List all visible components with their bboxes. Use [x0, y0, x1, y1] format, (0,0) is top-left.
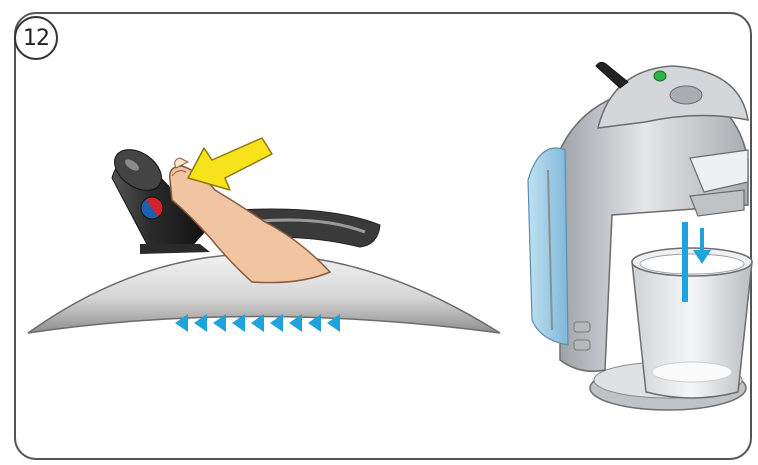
- cup: [632, 248, 752, 398]
- water-stream: [682, 222, 688, 302]
- yellow-arrow-icon: [188, 138, 272, 190]
